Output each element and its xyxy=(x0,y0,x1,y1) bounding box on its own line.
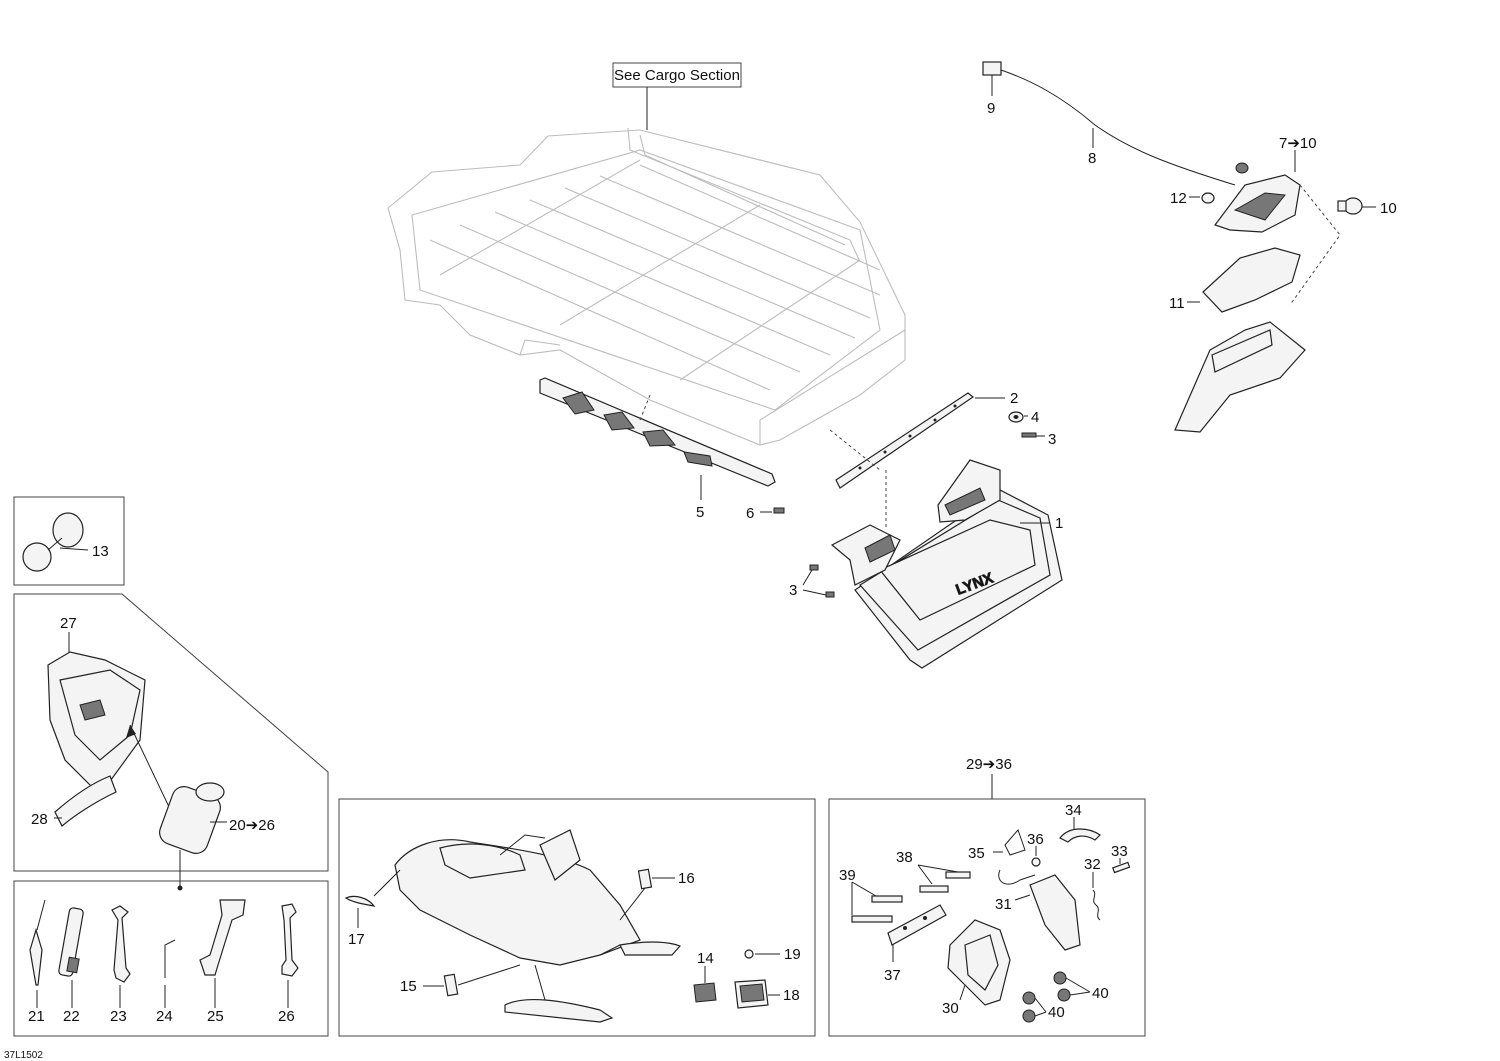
part-34-clip xyxy=(1059,817,1101,843)
callout-9: 9 xyxy=(987,100,995,117)
callout-20-26: 20➔26 xyxy=(229,817,275,834)
cargo-rack-outline xyxy=(387,127,906,446)
callout-11: 11 xyxy=(1169,295,1185,312)
part-39-bolts xyxy=(851,881,903,923)
part-3-screw-top xyxy=(1021,432,1045,438)
callout-16: 16 xyxy=(678,870,695,887)
callout-25: 25 xyxy=(207,1008,224,1025)
part-5-side-strip xyxy=(539,377,776,500)
part-21-screwdriver xyxy=(29,899,46,1008)
part-25-spanner xyxy=(199,899,246,1008)
callout-28: 28 xyxy=(31,811,48,828)
part-8-wire-harness xyxy=(1000,69,1236,186)
callout-39: 39 xyxy=(839,867,856,884)
callout-4: 4 xyxy=(1031,409,1039,426)
callout-22: 22 xyxy=(63,1008,80,1025)
part-30-hitch-bracket xyxy=(947,919,1011,1006)
part-3-screws-bottom xyxy=(802,564,835,598)
snowmobile-drawing xyxy=(394,829,682,1023)
callout-21: 21 xyxy=(28,1008,45,1025)
callout-14: 14 xyxy=(697,950,714,967)
box-tool-bag xyxy=(13,593,329,891)
part-11-light-housing xyxy=(1174,184,1341,433)
part-2-rail xyxy=(835,392,1005,489)
part-14-label xyxy=(693,966,717,1003)
callout-31: 31 xyxy=(995,896,1012,913)
part-16-decal xyxy=(619,868,675,921)
callout-35: 35 xyxy=(968,845,985,862)
part-35-cable xyxy=(993,829,1036,885)
callout-5: 5 xyxy=(696,504,704,521)
callout-19: 19 xyxy=(784,946,801,963)
part-38-bolts xyxy=(917,864,971,893)
callout-33: 33 xyxy=(1111,843,1128,860)
callout-13: 13 xyxy=(92,543,109,560)
part-19-screw xyxy=(744,949,780,959)
callout-24: 24 xyxy=(156,1008,173,1025)
part-33-pin xyxy=(1112,858,1131,874)
box-part-13 xyxy=(13,496,125,586)
part-9-connector xyxy=(982,61,1002,96)
callout-29-36: 29➔36 xyxy=(966,756,1012,773)
callout-38: 38 xyxy=(896,849,913,866)
part-37-plate xyxy=(887,904,947,962)
callout-3-bottom: 3 xyxy=(789,582,797,599)
callout-40-bottom: 40 xyxy=(1048,1004,1065,1021)
part-12-grommets xyxy=(1189,162,1249,204)
part-7-tail-light xyxy=(1214,150,1301,233)
callout-34: 34 xyxy=(1065,802,1082,819)
part-18-reflector xyxy=(734,979,780,1009)
callout-15: 15 xyxy=(400,978,417,995)
callout-37: 37 xyxy=(884,967,901,984)
callout-23: 23 xyxy=(110,1008,127,1025)
part-17-decal xyxy=(344,869,401,928)
part-24-hex-key xyxy=(164,939,176,1008)
part-36-nut xyxy=(1031,846,1041,867)
box-decals xyxy=(338,798,816,1037)
callout-26: 26 xyxy=(278,1008,295,1025)
box-hitch xyxy=(828,774,1146,1037)
callout-6: 6 xyxy=(746,505,754,522)
part-10-bulb xyxy=(1337,197,1376,215)
callout-1: 1 xyxy=(1055,515,1063,532)
part-6-rivet xyxy=(760,507,785,514)
callout-7-10: 7➔10 xyxy=(1279,135,1317,152)
part-31-hitch-pin-holder xyxy=(1014,874,1081,951)
part-1-rear-flap: LYNX xyxy=(830,459,1063,669)
callout-12: 12 xyxy=(1170,190,1187,207)
cargo-section-text: See Cargo Section xyxy=(614,67,740,84)
callout-30: 30 xyxy=(942,1000,959,1017)
callout-36: 36 xyxy=(1027,831,1044,848)
part-23-wrench xyxy=(111,905,131,1008)
callout-labels: 1 2 3 3 4 5 6 7➔10 8 9 10 11 12 13 14 15… xyxy=(4,100,1397,1061)
part-32-spring xyxy=(1092,872,1101,921)
callout-2: 2 xyxy=(1010,390,1018,407)
callout-8: 8 xyxy=(1088,150,1096,167)
callout-3-top: 3 xyxy=(1048,431,1056,448)
callout-40-right: 40 xyxy=(1092,985,1109,1002)
part-15-decal xyxy=(423,964,521,997)
part-4-washer xyxy=(1008,411,1028,423)
callout-10: 10 xyxy=(1380,200,1397,217)
callout-32: 32 xyxy=(1084,856,1101,873)
drawing-number: 37L1502 xyxy=(4,1050,43,1061)
callout-18: 18 xyxy=(783,987,800,1004)
cargo-section-note: See Cargo Section xyxy=(612,62,742,130)
box-tools xyxy=(13,880,329,1037)
part-26-wrench xyxy=(281,903,299,1008)
callout-27: 27 xyxy=(60,615,77,632)
callout-17: 17 xyxy=(348,931,365,948)
part-22-fuse xyxy=(58,907,84,1008)
part-40-nuts xyxy=(1022,971,1091,1023)
